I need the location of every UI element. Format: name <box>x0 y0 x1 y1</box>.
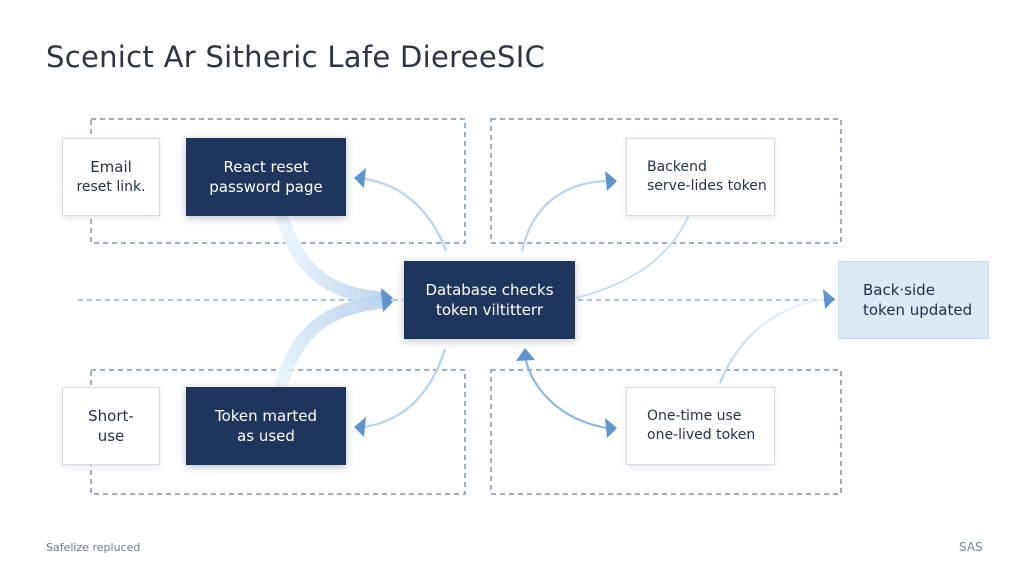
curve-backend-to-middle <box>571 211 691 300</box>
email-reset-link-line-2: reset link. <box>76 178 146 195</box>
curve-react-page-to-database <box>273 208 384 305</box>
react-reset-password-line-1: React reset <box>223 157 309 176</box>
curve-database-to-react-page <box>363 177 448 252</box>
backend-token-line-2: serve-lides token <box>647 178 767 194</box>
arrowhead-react-page <box>354 168 366 188</box>
footer-right-text: SAS <box>959 540 983 554</box>
arrowhead-database-from-onetime <box>516 348 535 361</box>
arrowhead-updated <box>823 289 835 309</box>
arrowhead-onetime <box>605 418 617 438</box>
react-reset-password-page-node: React reset password page <box>186 138 346 216</box>
database-checks-line-2: token viltitterr <box>435 301 544 319</box>
email-reset-link-node: Email reset link. <box>62 138 160 216</box>
curve-token-to-database <box>273 295 383 390</box>
react-reset-password-line-2: password page <box>209 178 323 196</box>
arrowhead-database-from-token <box>381 292 393 312</box>
curve-onetime-to-database <box>524 356 608 429</box>
back-side-token-line-1: Back·side <box>863 280 935 299</box>
curve-database-to-token <box>363 348 447 429</box>
curve-database-to-backend <box>520 179 608 252</box>
database-checks-token-node: Database checks token viltitterr <box>404 261 575 339</box>
one-time-token-line-2: one-lived token <box>647 427 756 443</box>
token-marked-used-node: Token marted as used <box>186 387 346 465</box>
arrowhead-token <box>354 417 366 437</box>
bottom-right-dashed-group <box>490 369 842 495</box>
short-use-line-2: use <box>97 427 125 445</box>
short-use-node: Short- use <box>62 387 160 465</box>
top-right-dashed-group <box>490 118 842 244</box>
footer-left-text: Safelize repluced <box>46 541 141 554</box>
page-title: Scenict Ar Sitheric Lafe DiereeSIC <box>46 40 546 74</box>
email-reset-link-line-1: Email <box>90 158 132 177</box>
arrowhead-backend <box>605 171 617 191</box>
back-side-token-updated-node: Back·side token updated <box>838 261 989 339</box>
one-time-token-node: One-time use one-lived token <box>626 387 775 465</box>
bottom-left-dashed-group <box>90 369 466 495</box>
back-side-token-line-2: token updated <box>863 301 973 319</box>
backend-token-node: Backend serve-lides token <box>626 138 775 216</box>
token-marked-line-2: as used <box>237 427 295 445</box>
short-use-line-1: Short- <box>88 406 134 425</box>
database-checks-line-1: Database checks <box>425 280 554 299</box>
token-marked-line-1: Token marted <box>214 406 318 425</box>
top-left-dashed-group <box>90 118 466 244</box>
one-time-token-line-1: One-time use <box>647 408 742 425</box>
backend-token-line-1: Backend <box>647 159 707 176</box>
curve-onetime-to-updated <box>718 297 826 384</box>
